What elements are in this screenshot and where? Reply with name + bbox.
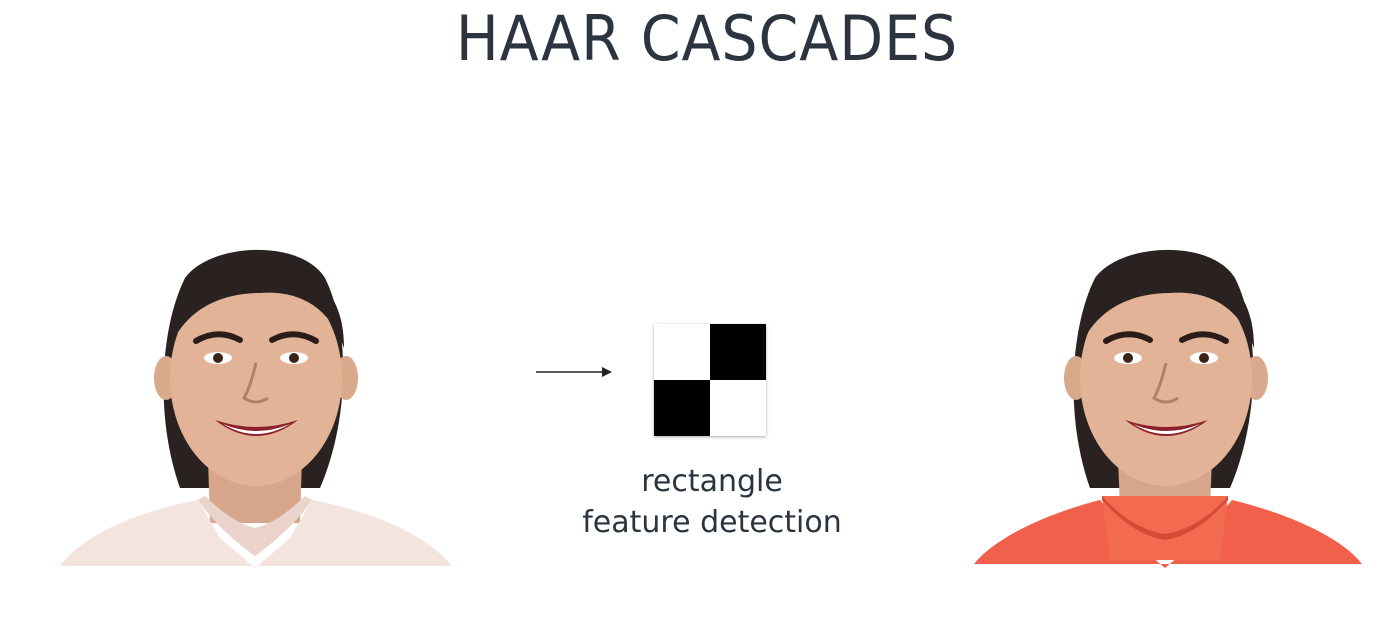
- feature-cell-white: [710, 380, 766, 436]
- caption-line-2: feature detection: [582, 505, 842, 540]
- feature-cell-white: [654, 324, 710, 380]
- portrait-photo-right: [974, 249, 1362, 568]
- arrow-right-icon: [536, 367, 612, 377]
- slide-title: HAAR CASCADES: [455, 2, 959, 75]
- haar-rectangle-feature: [654, 324, 766, 436]
- portrait-photo-left: [60, 249, 452, 568]
- feature-cell-black: [710, 324, 766, 380]
- caption-line-1: rectangle: [641, 464, 783, 499]
- feature-cell-black: [654, 380, 710, 436]
